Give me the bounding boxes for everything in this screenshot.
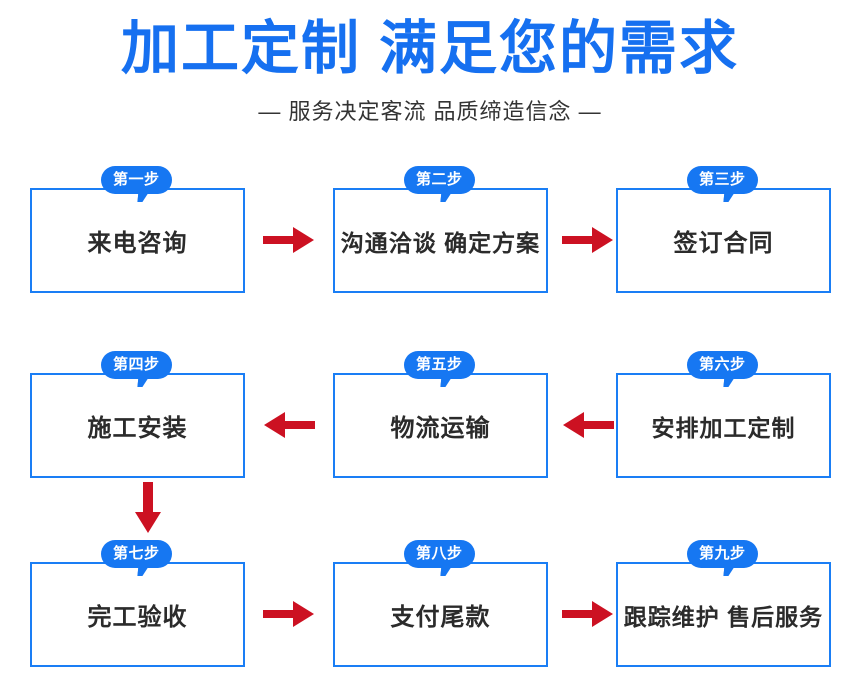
step-box-3[interactable]: 签订合同 bbox=[616, 188, 831, 293]
step-badge-3: 第三步 bbox=[687, 166, 758, 194]
step-label-6: 安排加工定制 bbox=[651, 414, 796, 441]
step-badge-4: 第四步 bbox=[101, 351, 172, 379]
step-label-5: 物流运输 bbox=[390, 415, 491, 442]
arrow-step1-to-step2 bbox=[263, 225, 315, 255]
step-label-1: 来电咨询 bbox=[87, 230, 188, 257]
arrow-step5-to-step4 bbox=[263, 410, 315, 440]
step-box-7[interactable]: 完工验收 bbox=[30, 562, 245, 667]
step-label-3: 签订合同 bbox=[673, 230, 774, 257]
step-label-8: 支付尾款 bbox=[390, 604, 491, 631]
step-box-6[interactable]: 安排加工定制 bbox=[616, 373, 831, 478]
step-label-7: 完工验收 bbox=[87, 604, 188, 631]
step-box-5[interactable]: 物流运输 bbox=[333, 373, 548, 478]
page-subtitle: — 服务决定客流 品质缔造信念 — bbox=[258, 99, 602, 124]
step-badge-2: 第二步 bbox=[404, 166, 475, 194]
step-box-9[interactable]: 跟踪维护 售后服务 bbox=[616, 562, 831, 667]
arrow-step7-to-step8 bbox=[263, 599, 315, 629]
step-label-2: 沟通洽谈 确定方案 bbox=[340, 229, 541, 256]
arrow-step6-to-step5 bbox=[562, 410, 614, 440]
arrow-step8-to-step9 bbox=[562, 599, 614, 629]
page-title-part1: 加工定制 bbox=[120, 16, 361, 81]
step-badge-5: 第五步 bbox=[404, 351, 475, 379]
step-badge-1: 第一步 bbox=[101, 166, 172, 194]
page-header: 加工定制满足您的需求 — 服务决定客流 品质缔造信念 — bbox=[0, 0, 860, 150]
arrow-step4-to-step7 bbox=[133, 482, 163, 534]
arrow-step2-to-step3 bbox=[562, 225, 614, 255]
step-box-2[interactable]: 沟通洽谈 确定方案 bbox=[333, 188, 548, 293]
step-badge-6: 第六步 bbox=[687, 351, 758, 379]
step-label-9: 跟踪维护 售后服务 bbox=[623, 603, 824, 630]
step-badge-8: 第八步 bbox=[404, 540, 475, 568]
step-box-8[interactable]: 支付尾款 bbox=[333, 562, 548, 667]
step-box-1[interactable]: 来电咨询 bbox=[30, 188, 245, 293]
step-box-4[interactable]: 施工安装 bbox=[30, 373, 245, 478]
step-label-4: 施工安装 bbox=[87, 415, 188, 442]
step-badge-9: 第九步 bbox=[687, 540, 758, 568]
page-title-part2: 满足您的需求 bbox=[379, 16, 740, 81]
page-title: 加工定制满足您的需求 bbox=[0, 14, 860, 84]
step-badge-7: 第七步 bbox=[101, 540, 172, 568]
